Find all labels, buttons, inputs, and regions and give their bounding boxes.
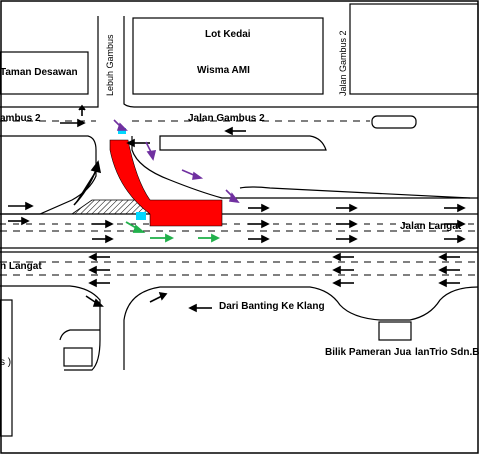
red-closure-zone — [109, 139, 223, 227]
purple-diversion-arrows — [113, 119, 240, 204]
cyan-marker-top — [118, 128, 126, 134]
building-right-corner — [349, 3, 479, 95]
service-road-left — [59, 329, 100, 341]
green-traffic-arrows — [125, 221, 221, 243]
building-left-strip — [0, 299, 13, 437]
building-bottom-left — [63, 347, 93, 367]
label-taman-desawan: Taman Desawan — [0, 67, 78, 78]
cyan-marker-bottom — [136, 212, 146, 220]
slip-road-right — [239, 186, 471, 199]
building-lot-kedai — [132, 17, 324, 95]
label-s-paren: s ) — [0, 357, 12, 368]
label-jalan-langat: Jalan Langat — [400, 221, 462, 232]
label-lebuh-gambus: Lebuh Gambus — [105, 34, 115, 96]
label-jalan-gambus-2-vertical: Jalan Gambus 2 — [338, 30, 348, 96]
building-taman-desawan — [0, 51, 89, 95]
lebuh-gambus-right-edge — [123, 16, 478, 108]
label-gambus-2-left: ambus 2 — [0, 113, 41, 124]
label-lot-kedai: Lot Kedai — [205, 29, 251, 40]
median-between-roads — [131, 136, 478, 199]
label-dari-banting: Dari Banting Ke Klang — [219, 301, 325, 312]
building-bilik-pameran — [378, 321, 412, 341]
label-wisma-ami: Wisma AMI — [197, 65, 250, 76]
jalan-langat-bottom-edge — [0, 285, 479, 371]
black-traffic-arrows — [8, 104, 466, 313]
label-jalan-gambus-2: Jalan Gambus 2 — [188, 113, 265, 124]
label-n-langat: n Langat — [0, 261, 42, 272]
median-slip-lane — [159, 135, 327, 151]
lane-dashes — [0, 120, 478, 276]
jalan-gambus-2-lower-edge — [0, 135, 97, 215]
label-bilik-pameran: Bilik Pameran Jua — [325, 347, 412, 358]
label-lantrio: lanTrio Sdn.B — [415, 347, 480, 358]
lebuh-gambus-left-edge — [0, 16, 99, 108]
traffic-island — [371, 115, 417, 129]
